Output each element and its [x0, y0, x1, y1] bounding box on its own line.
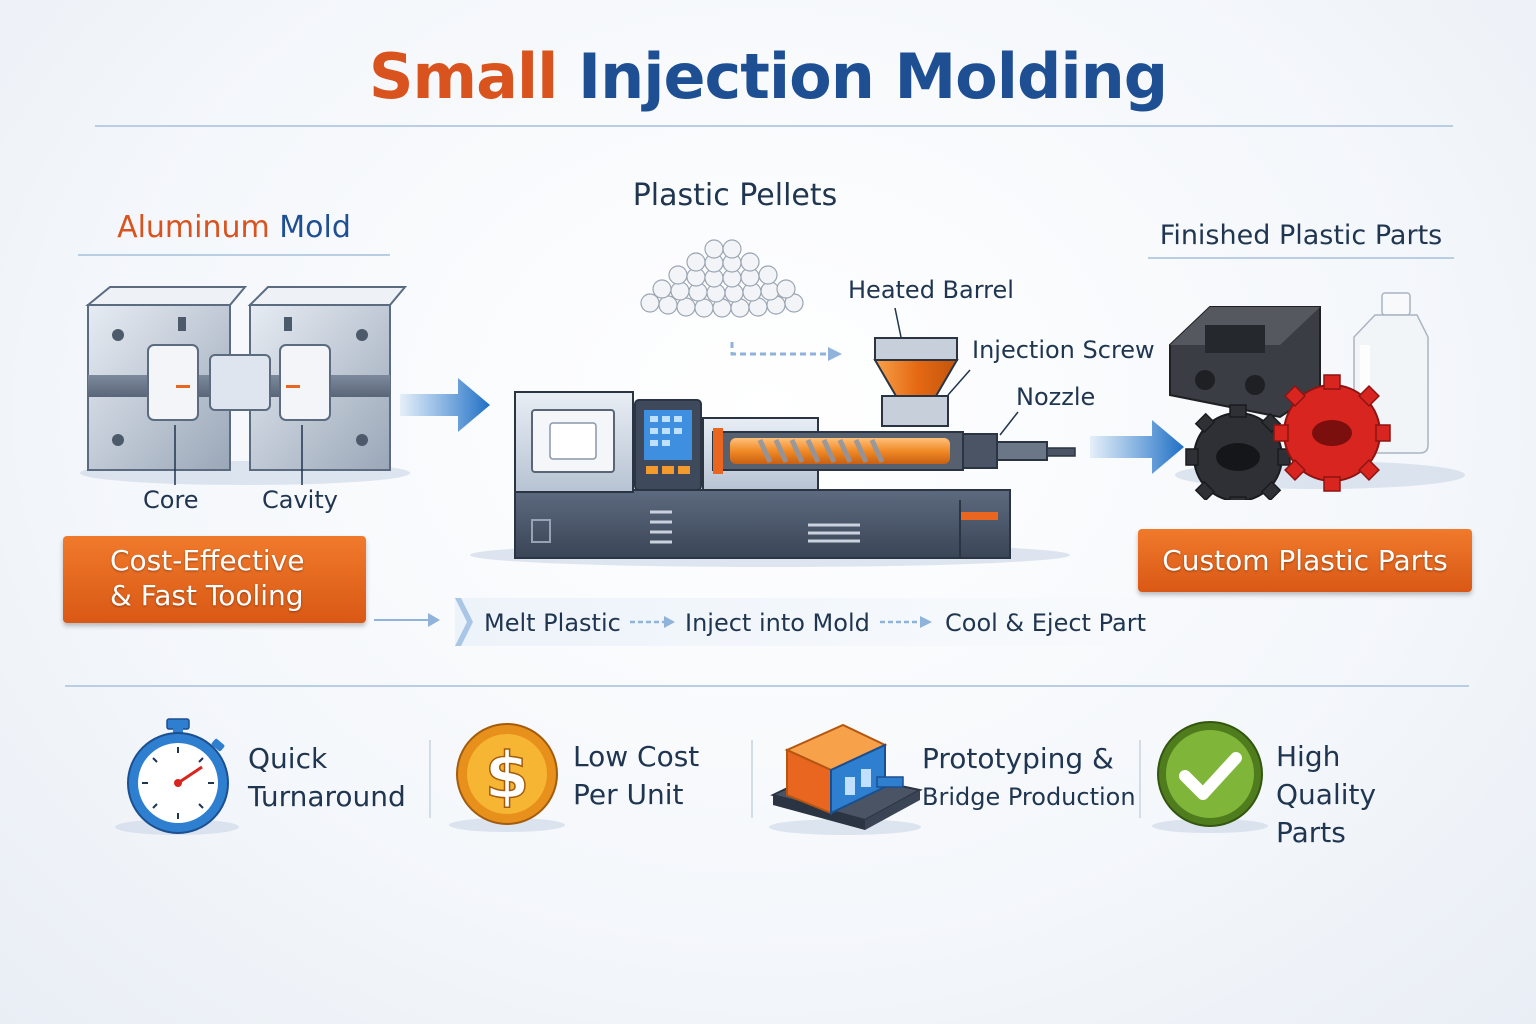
cost-effective-fast-tooling-button[interactable]: Cost-Effective & Fast Tooling — [63, 536, 366, 623]
heated-barrel-label: Heated Barrel — [848, 276, 1014, 304]
feature-line: Parts — [1276, 816, 1346, 849]
section-divider — [65, 685, 1469, 687]
button-line-2: & Fast Tooling — [110, 579, 304, 612]
dashed-arrow-icon — [880, 616, 932, 628]
title-part-injection-molding: Injection Molding — [578, 40, 1168, 113]
feature-line: Quick — [248, 742, 328, 775]
checkmark-badge-icon — [1152, 721, 1268, 833]
dashed-arrow-icon — [730, 342, 842, 361]
pellets-label: Plastic Pellets — [632, 178, 838, 213]
core-label: Core — [143, 486, 199, 514]
arrow-right-icon — [1090, 420, 1184, 474]
feature-separator — [1139, 740, 1141, 818]
custom-plastic-parts-button[interactable]: Custom Plastic Parts — [1138, 529, 1472, 592]
process-flow-bar — [455, 598, 1163, 646]
arrow-right-icon — [400, 378, 490, 432]
feature-line: Prototyping & — [922, 742, 1114, 775]
dashed-arrow-icon — [630, 616, 675, 628]
dollar-coin-icon: $ — [449, 723, 565, 832]
finished-plastic-parts-illustration — [1169, 292, 1465, 500]
feature-quick-turnaround: Quick Turnaround — [248, 740, 406, 816]
page-title: Small Injection Molding — [0, 40, 1536, 113]
step-cool-eject-part: Cool & Eject Part — [945, 609, 1146, 637]
injection-molding-machine-illustration — [470, 307, 1076, 567]
mold-heading-divider — [78, 254, 390, 256]
prototype-cube-icon — [769, 723, 923, 835]
title-part-small: Small — [368, 40, 559, 113]
feature-prototyping-bridge-production: Prototyping & Bridge Production — [922, 740, 1136, 816]
feature-separator — [429, 740, 431, 818]
parts-heading-divider — [1148, 257, 1454, 259]
svg-text:$: $ — [485, 740, 530, 814]
feature-line: Per Unit — [573, 778, 684, 811]
feature-separator — [751, 740, 753, 818]
feature-high-quality-parts: High Quality Parts — [1276, 738, 1376, 852]
feature-line: Bridge Production — [922, 783, 1136, 811]
step-inject-into-mold: Inject into Mold — [685, 609, 870, 637]
mold-heading-mold: Mold — [279, 210, 351, 245]
finished-parts-heading: Finished Plastic Parts — [1159, 220, 1443, 251]
title-divider — [95, 125, 1453, 127]
stopwatch-icon — [115, 718, 239, 835]
feature-line: Low Cost — [573, 740, 700, 773]
plastic-pellets-icon — [640, 239, 804, 318]
feature-line: High — [1276, 740, 1341, 773]
nozzle-label: Nozzle — [1016, 383, 1096, 411]
feature-low-cost-per-unit: Low Cost Per Unit — [573, 738, 699, 814]
flow-arrow-icon — [374, 613, 440, 627]
feature-line: Turnaround — [248, 780, 406, 813]
injection-screw-label: Injection Screw — [972, 336, 1155, 364]
mold-heading-aluminum: Aluminum — [117, 210, 270, 245]
aluminum-mold-illustration — [80, 286, 410, 485]
cavity-label: Cavity — [262, 486, 338, 514]
step-melt-plastic: Melt Plastic — [484, 609, 621, 637]
button-line-1: Cost-Effective — [110, 544, 305, 577]
chevron-right-icon — [455, 598, 473, 646]
feature-line: Quality — [1276, 778, 1377, 811]
mold-heading: Aluminum Mold — [78, 210, 390, 245]
